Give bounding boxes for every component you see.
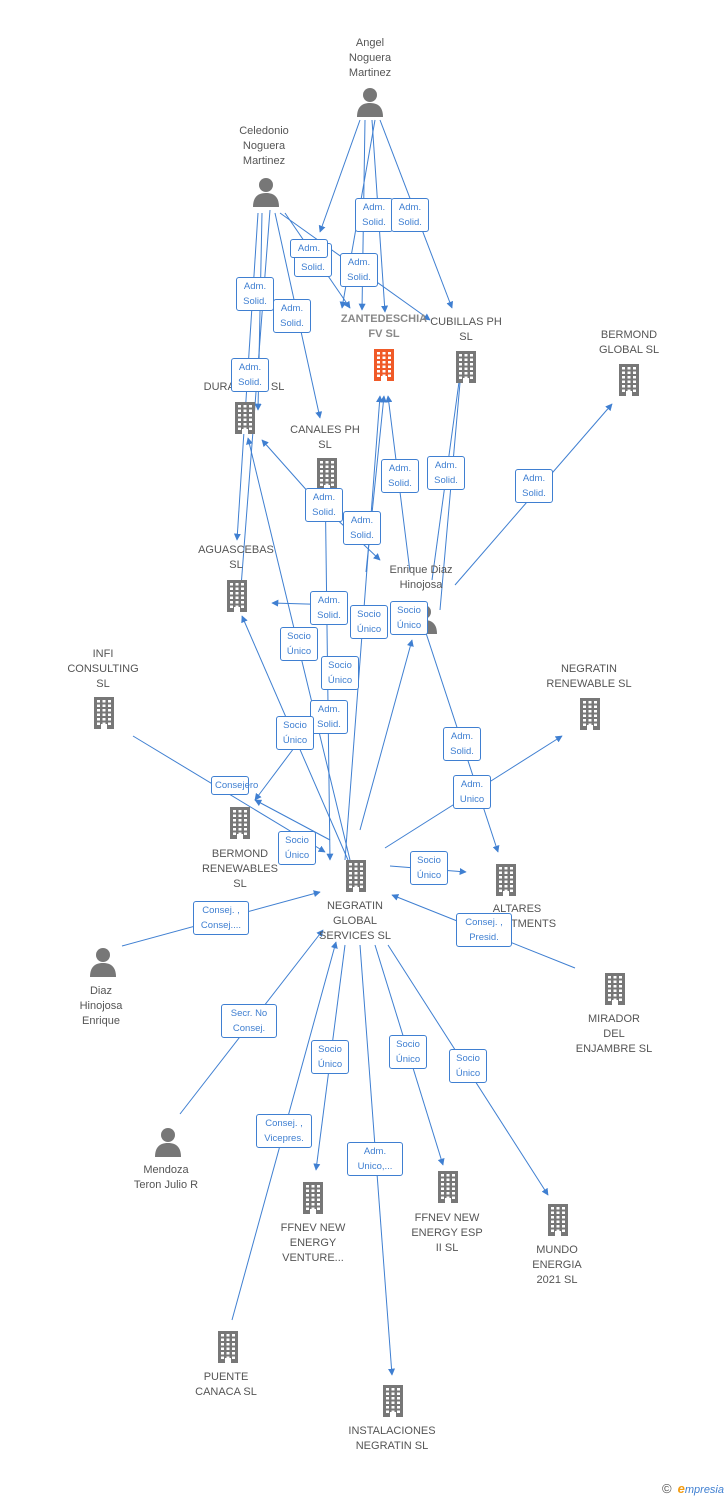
node-label-mundo[interactable]: MUNDO ENERGIA 2021 SL xyxy=(532,1244,582,1286)
relation-label[interactable]: Socio Único xyxy=(350,605,388,639)
node-label-puente[interactable]: PUENTE CANACA SL xyxy=(195,1371,257,1398)
relation-label[interactable]: Socio Único xyxy=(321,656,359,690)
relation-label[interactable]: Adm. Solid. xyxy=(355,198,393,232)
node-label-zantedeschia[interactable]: ZANTEDESCHIA FV SL xyxy=(340,313,428,340)
brand-logo[interactable]: empresia xyxy=(677,1481,724,1496)
node-label-bermond-renew[interactable]: BERMOND RENEWABLES SL xyxy=(201,848,278,890)
person-icon[interactable] xyxy=(251,176,281,213)
company-building-icon[interactable] xyxy=(230,401,260,440)
edge-line xyxy=(359,639,414,831)
relation-label[interactable]: Consej. , Vicepres. xyxy=(256,1114,312,1148)
relation-label[interactable]: Adm. Solid. xyxy=(305,488,343,522)
relation-label[interactable]: Adm. Solid. xyxy=(515,469,553,503)
relation-label[interactable]: Consejero xyxy=(211,776,258,795)
relation-label[interactable]: Socio Único xyxy=(278,831,316,865)
node-label-bermond-global[interactable]: BERMOND GLOBAL SL xyxy=(598,329,660,356)
brand-name: mpresia xyxy=(684,1484,724,1496)
company-building-icon[interactable] xyxy=(378,1384,408,1423)
relation-label[interactable]: Adm. Solid. xyxy=(310,700,348,734)
relation-label[interactable]: Secr. No Consej. xyxy=(221,1004,277,1038)
node-label-canales[interactable]: CANALES PH SL xyxy=(290,424,360,451)
edge-line xyxy=(261,439,311,495)
brand-initial: e xyxy=(677,1481,685,1496)
company-building-icon[interactable] xyxy=(89,696,119,735)
relation-label[interactable]: Adm. Solid. xyxy=(381,459,419,493)
node-label-enrique[interactable]: Enrique Diaz Hinojosa xyxy=(389,564,453,591)
company-building-icon[interactable] xyxy=(491,863,521,902)
node-label-diaz-hinojosa[interactable]: Diaz Hinojosa Enrique xyxy=(79,985,123,1027)
company-building-icon[interactable] xyxy=(451,350,481,389)
copyright-mark: © xyxy=(661,1481,672,1496)
node-label-infi[interactable]: INFI CONSULTING SL xyxy=(67,648,139,690)
node-label-angel[interactable]: Angel Noguera Martinez xyxy=(348,37,392,79)
relation-label[interactable]: Adm. Solid. xyxy=(343,511,381,545)
relation-label[interactable]: Socio Único xyxy=(449,1049,487,1083)
company-building-icon[interactable] xyxy=(575,697,605,736)
relation-label[interactable]: Adm. xyxy=(290,239,328,258)
relation-label[interactable]: Adm. Solid. xyxy=(427,456,465,490)
node-label-cubillas[interactable]: CUBILLAS PH SL xyxy=(430,316,502,343)
relation-label[interactable]: Adm. Solid. xyxy=(231,358,269,392)
node-label-mirador[interactable]: MIRADOR DEL ENJAMBRE SL xyxy=(575,1013,653,1055)
relation-label[interactable]: Adm. Solid. xyxy=(310,591,348,625)
company-building-icon[interactable] xyxy=(614,363,644,402)
node-label-mendoza[interactable]: Mendoza Teron Julio R xyxy=(133,1164,199,1191)
node-label-aguascebas[interactable]: AGUASCEBAS SL xyxy=(198,544,274,571)
relation-label[interactable]: Adm. Solid. xyxy=(443,727,481,761)
node-label-negratin-renew[interactable]: NEGRATIN RENEWABLE SL xyxy=(546,663,632,690)
relation-label[interactable]: Adm. Unico,... xyxy=(347,1142,403,1176)
footer: © empresia xyxy=(662,1481,724,1496)
node-label-instalaciones[interactable]: INSTALACIONES NEGRATIN SL xyxy=(348,1425,436,1452)
company-building-icon[interactable] xyxy=(369,348,399,387)
edge-line xyxy=(318,119,361,233)
relation-label[interactable]: Socio Único xyxy=(280,627,318,661)
relation-label[interactable]: Socio Único xyxy=(389,1035,427,1069)
company-building-icon[interactable] xyxy=(341,859,371,898)
edge-line xyxy=(254,739,301,801)
node-label-ffnev-esp[interactable]: FFNEV NEW ENERGY ESP II SL xyxy=(411,1212,483,1254)
relation-label[interactable]: Adm. Solid. xyxy=(273,299,311,333)
company-building-icon[interactable] xyxy=(213,1330,243,1369)
company-building-icon[interactable] xyxy=(225,806,255,845)
company-building-icon[interactable] xyxy=(298,1181,328,1220)
relation-label[interactable]: Adm. Solid. xyxy=(236,277,274,311)
edge-line xyxy=(254,799,331,841)
relation-label[interactable]: Consej. , Consej.... xyxy=(193,901,249,935)
node-label-negratin-global[interactable]: NEGRATIN GLOBAL SERVICES SL xyxy=(319,900,391,942)
person-icon[interactable] xyxy=(153,1126,183,1163)
company-building-icon[interactable] xyxy=(543,1203,573,1242)
person-icon[interactable] xyxy=(88,946,118,983)
relation-label[interactable]: Socio Único xyxy=(276,716,314,750)
relation-label[interactable]: Adm. Solid. xyxy=(391,198,429,232)
relation-label[interactable]: Socio Único xyxy=(390,601,428,635)
node-label-ffnev-venture[interactable]: FFNEV NEW ENERGY VENTURE... xyxy=(280,1222,346,1264)
relation-label[interactable]: Adm. Unico xyxy=(453,775,491,809)
company-building-icon[interactable] xyxy=(600,972,630,1011)
relation-label[interactable]: Socio Único xyxy=(311,1040,349,1074)
company-building-icon[interactable] xyxy=(433,1170,463,1209)
relation-label[interactable]: Adm. Solid. xyxy=(340,253,378,287)
relation-label[interactable]: Consej. , Presid. xyxy=(456,913,512,947)
node-label-celedonio[interactable]: Celedonio Noguera Martinez xyxy=(239,125,289,167)
person-icon[interactable] xyxy=(355,86,385,123)
relation-label[interactable]: Socio Único xyxy=(410,851,448,885)
company-building-icon[interactable] xyxy=(222,579,252,618)
company-building-icon[interactable] xyxy=(312,457,342,496)
